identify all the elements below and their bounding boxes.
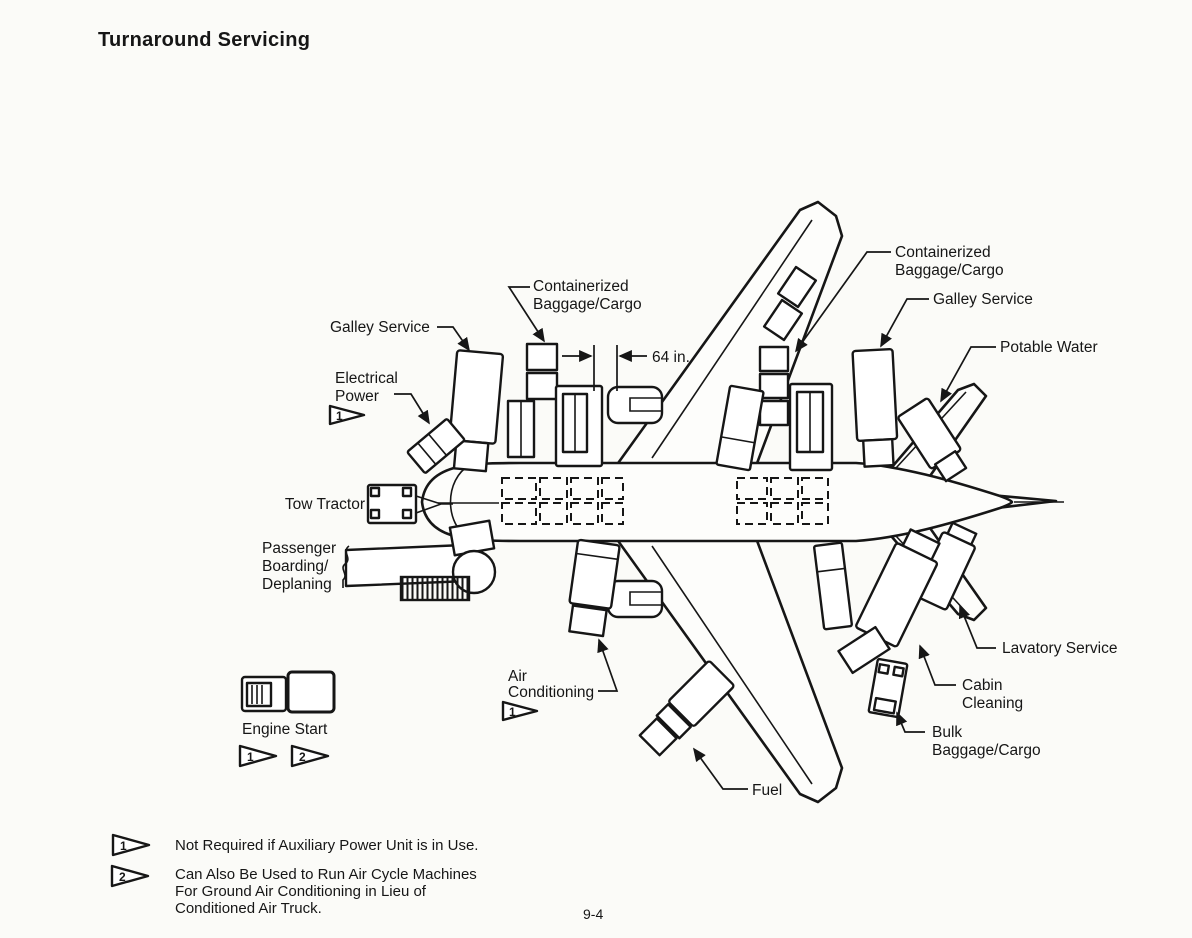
left-wing bbox=[614, 536, 844, 804]
leader-fuel bbox=[693, 747, 748, 790]
label-galley-forward: Galley Service bbox=[330, 319, 430, 336]
svg-text:Baggage/Cargo: Baggage/Cargo bbox=[533, 296, 642, 313]
svg-text:Conditioning: Conditioning bbox=[508, 684, 594, 701]
dimension-label: 64 in. bbox=[652, 349, 690, 366]
galley-truck-forward bbox=[448, 349, 505, 473]
forward-baggage-carts bbox=[506, 342, 604, 468]
svg-text:1: 1 bbox=[247, 750, 254, 764]
fuselage bbox=[420, 461, 1014, 543]
bulk-baggage-truck bbox=[867, 657, 909, 719]
footnote-2-text: Can Also Be Used to Run Air Cycle Machin… bbox=[175, 866, 477, 883]
flag-air-conditioning-1: 1 bbox=[501, 700, 539, 722]
svg-text:For Ground Air Conditioning in: For Ground Air Conditioning in Lieu of bbox=[175, 883, 427, 900]
leader-bulk bbox=[896, 711, 925, 733]
leader-lines bbox=[394, 251, 996, 790]
footnote-1-text: Not Required if Auxiliary Power Unit is … bbox=[175, 837, 478, 854]
leader-lavatory bbox=[958, 604, 996, 649]
label-cabin-cleaning: Cabin bbox=[962, 677, 1003, 694]
svg-text:1: 1 bbox=[509, 705, 516, 719]
label-air-conditioning: Air bbox=[508, 668, 527, 685]
leader-cabin-cleaning bbox=[918, 644, 956, 686]
callout-labels: Containerized Baggage/Cargo Galley Servi… bbox=[242, 244, 1117, 799]
tow-bar bbox=[415, 495, 453, 514]
flag-footnote-1: 1 bbox=[111, 833, 151, 857]
galley-truck-aft bbox=[851, 347, 899, 468]
leader-containerized-forward bbox=[507, 286, 545, 343]
svg-text:Baggage/Cargo: Baggage/Cargo bbox=[895, 262, 1004, 279]
electrical-power-cart bbox=[406, 418, 466, 474]
aircraft-planform bbox=[420, 200, 1064, 804]
label-bulk: Bulk bbox=[932, 724, 962, 741]
bridge-break-symbol bbox=[342, 545, 350, 588]
flag-footnote-2: 2 bbox=[110, 864, 150, 888]
aft-cargo-containers bbox=[736, 477, 829, 525]
label-passenger: Passenger bbox=[262, 540, 336, 557]
svg-text:Baggage/Cargo: Baggage/Cargo bbox=[932, 742, 1041, 759]
label-lavatory: Lavatory Service bbox=[1002, 640, 1117, 657]
air-conditioning-truck bbox=[568, 538, 621, 638]
forward-cargo-containers bbox=[501, 477, 624, 525]
flag-engine-start-2: 2 bbox=[290, 744, 330, 768]
svg-text:Power: Power bbox=[335, 388, 379, 405]
label-tow-tractor: Tow Tractor bbox=[285, 496, 365, 513]
fuel-truck bbox=[638, 660, 735, 757]
leader-containerized-aft bbox=[795, 251, 891, 353]
aft-belt-loader bbox=[813, 541, 853, 631]
svg-text:1: 1 bbox=[120, 839, 127, 853]
tow-tractor-vehicle bbox=[366, 483, 453, 525]
label-fuel: Fuel bbox=[752, 782, 782, 799]
svg-text:Cleaning: Cleaning bbox=[962, 695, 1023, 712]
svg-text:Deplaning: Deplaning bbox=[262, 576, 332, 593]
flag-electrical-1: 1 bbox=[328, 404, 366, 426]
label-galley-aft: Galley Service bbox=[933, 291, 1033, 308]
potable-water-truck bbox=[897, 397, 968, 483]
lavatory-truck bbox=[913, 521, 978, 611]
svg-text:Conditioned Air Truck.: Conditioned Air Truck. bbox=[175, 900, 322, 917]
page-title: Turnaround Servicing bbox=[98, 29, 310, 51]
leader-air-conditioning bbox=[597, 638, 619, 692]
page-number: 9-4 bbox=[583, 906, 603, 922]
label-containerized-forward: Containerized bbox=[533, 278, 629, 295]
label-potable-water: Potable Water bbox=[1000, 339, 1098, 356]
svg-text:2: 2 bbox=[299, 750, 306, 764]
label-containerized-aft: Containerized bbox=[895, 244, 991, 261]
engine-start-truck-icon bbox=[240, 670, 336, 714]
bridge-stairs bbox=[399, 575, 471, 602]
footnotes: 1 Not Required if Auxiliary Power Unit i… bbox=[110, 833, 478, 917]
leader-galley-aft bbox=[880, 298, 929, 348]
aft-baggage-carts bbox=[715, 265, 834, 472]
passenger-bridge bbox=[342, 519, 497, 602]
svg-text:Boarding/: Boarding/ bbox=[262, 558, 329, 575]
leader-potable-water bbox=[940, 346, 996, 403]
leader-galley-forward bbox=[437, 326, 470, 352]
bulk-baggage-cart bbox=[837, 625, 891, 675]
leader-electrical bbox=[394, 393, 430, 425]
svg-text:2: 2 bbox=[119, 870, 126, 884]
right-engine bbox=[606, 385, 664, 425]
svg-text:1: 1 bbox=[336, 409, 343, 423]
label-engine-start: Engine Start bbox=[242, 721, 328, 738]
flag-engine-start-1: 1 bbox=[238, 744, 278, 768]
left-engine bbox=[606, 579, 664, 619]
dimension-64in: 64 in. bbox=[562, 345, 690, 391]
label-electrical: Electrical bbox=[335, 370, 398, 387]
